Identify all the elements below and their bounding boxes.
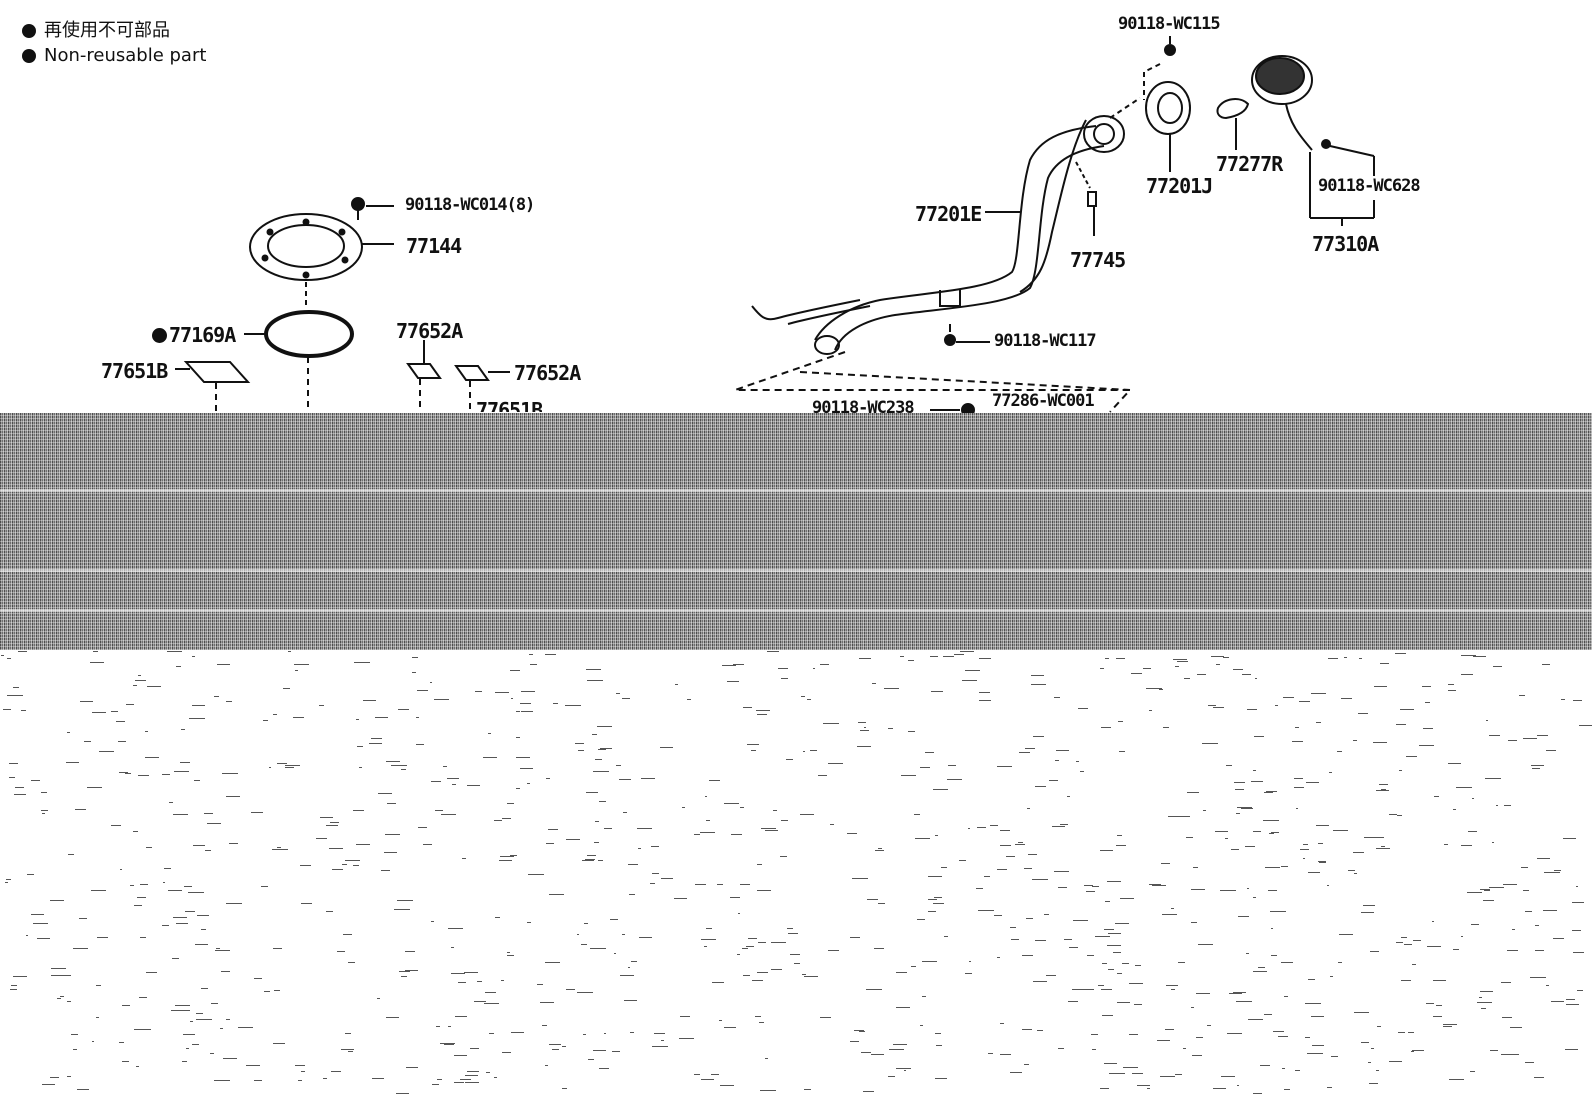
legend-text-en: Non-reusable part (44, 45, 207, 66)
label-77201j: 77201J (1146, 174, 1213, 198)
bolt-90118-wc014-icon (351, 197, 394, 220)
image-noise-speckle (1, 651, 1592, 1094)
legend-text-jp: 再使用不可部品 (44, 20, 170, 41)
gasket-77277r-icon (1216, 98, 1250, 150)
label-90118-wc014: 90118-WC014(8) (405, 195, 535, 215)
filler-pipe-77201e-icon (751, 115, 1125, 355)
legend-row-jp: 再使用不可部品 (22, 18, 206, 43)
legend: 再使用不可部品 Non-reusable part (22, 18, 206, 68)
cover-plate-77144-icon (249, 213, 394, 281)
gasket-77169a-icon (244, 310, 354, 358)
non-reusable-dot-icon (152, 328, 167, 343)
label-77286-wc001: 77286-WC001 (992, 391, 1095, 411)
label-90118-wc628: 90118-WC628 (1318, 176, 1421, 196)
non-reusable-dot-icon (22, 23, 36, 38)
label-77651b: 77651B (101, 359, 168, 383)
label-90118-wc115: 90118-WC115 (1118, 14, 1221, 34)
pad-77651b-icon (175, 361, 251, 412)
label-77652a-right: 77652A (514, 361, 581, 385)
tank-outline-dashed (734, 351, 1133, 413)
fuel-cap-77310a-icon (1251, 55, 1375, 226)
label-77652a-top: 77652A (396, 319, 463, 343)
label-77201e: 77201E (915, 202, 982, 226)
tank-outline-dashed (799, 371, 1131, 391)
seal-77201j-icon (1145, 81, 1191, 172)
image-noise-band (0, 413, 1592, 650)
label-90118-wc117: 90118-WC117 (994, 331, 1097, 351)
bolt-90118-wc115-icon (1109, 36, 1176, 119)
legend-row-en: Non-reusable part (22, 43, 206, 68)
label-77310a: 77310A (1312, 232, 1379, 256)
label-77277r: 77277R (1216, 152, 1283, 176)
label-77651b-cut: 77651B (476, 400, 543, 412)
label-77169a-row: 77169A (152, 323, 236, 347)
label-77144: 77144 (406, 234, 462, 258)
clip-77745-icon (1075, 161, 1097, 236)
bolt-90118-wc117-icon (944, 324, 990, 346)
label-77745: 77745 (1070, 248, 1126, 272)
label-77169a: 77169A (169, 323, 236, 347)
non-reusable-dot-icon (22, 48, 36, 63)
label-90118-wc238: 90118-WC238 (812, 398, 915, 418)
pad-77652a-icon (406, 340, 442, 412)
pad-77652a-right-icon (454, 365, 510, 412)
